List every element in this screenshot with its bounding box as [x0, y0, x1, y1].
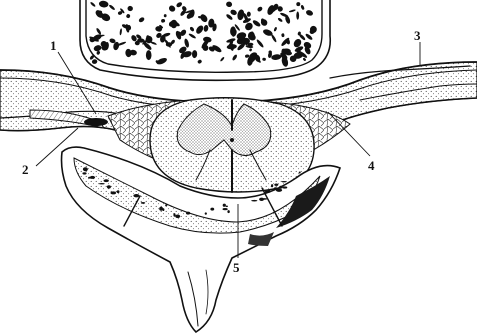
bone-texture-blob — [146, 50, 152, 60]
arch-texture-blob — [279, 186, 282, 189]
bone-texture-blob — [230, 9, 238, 16]
bone-texture-blob — [300, 5, 305, 11]
label-3: 3 — [414, 28, 421, 43]
arch-texture-blob — [175, 215, 180, 219]
arch-texture-blob — [227, 210, 229, 213]
arch-texture-blob — [223, 208, 228, 210]
label-5: 5 — [233, 260, 240, 275]
bone-texture-blob — [249, 48, 253, 52]
bone-texture-blob — [168, 4, 177, 13]
bone-texture-blob — [237, 9, 246, 21]
bone-texture-blob — [277, 17, 283, 22]
bone-texture-blob — [96, 27, 102, 35]
arch-texture-blob — [83, 167, 88, 171]
bone-texture-blob — [119, 28, 122, 35]
bone-texture-blob — [289, 9, 296, 13]
bone-texture-blob — [184, 38, 190, 48]
arch-texture-blob — [223, 204, 226, 207]
bone-texture-blob — [273, 27, 277, 32]
bone-texture-blob — [271, 54, 282, 61]
bone-texture-blob — [232, 54, 238, 61]
bone-texture-blob — [98, 0, 108, 8]
bone-texture-blob — [256, 6, 263, 13]
bone-texture-blob — [181, 5, 187, 12]
arch-texture-blob — [99, 183, 105, 184]
bone-texture-blob — [260, 18, 269, 27]
bone-texture-blob — [280, 12, 289, 18]
bone-texture-blob — [252, 19, 262, 28]
bone-texture-blob — [164, 14, 167, 17]
arch-texture-blob — [186, 212, 190, 215]
bone-texture-blob — [189, 26, 195, 32]
arch-texture-blob — [282, 186, 287, 188]
bone-texture-blob — [296, 2, 300, 6]
bone-texture-blob — [256, 39, 265, 49]
arch-texture-blob — [299, 172, 301, 174]
arch-texture-blob — [82, 172, 86, 174]
arch-texture-blob — [268, 190, 271, 192]
bone-texture-blob — [296, 11, 299, 19]
arch-texture-blob — [271, 184, 273, 187]
label-2: 2 — [22, 162, 29, 177]
bone-texture-blob — [175, 1, 182, 8]
bone-texture-blob — [220, 56, 225, 61]
spinal-cord — [150, 98, 314, 192]
arch-texture-blob — [226, 206, 228, 208]
arch-texture-blob — [110, 191, 116, 194]
arch-texture-blob — [274, 184, 278, 186]
arch-texture-blob — [104, 179, 109, 182]
label-1: 1 — [50, 38, 57, 53]
bone-texture-blob — [203, 36, 212, 43]
arch-texture-blob — [165, 204, 167, 206]
vertebral-body — [80, 0, 330, 80]
label-4: 4 — [368, 158, 375, 173]
arch-texture-blob — [205, 212, 207, 214]
bone-texture-blob — [197, 59, 202, 64]
bone-texture-blob — [127, 5, 133, 11]
arch-texture-blob — [90, 176, 95, 179]
arch-texture-blob — [276, 189, 282, 192]
bone-texture-blob — [90, 1, 96, 7]
bone-texture-blob — [93, 44, 102, 52]
bone-texture-blob — [138, 16, 145, 23]
bone-texture-blob — [262, 58, 266, 61]
arch-texture-blob — [282, 181, 287, 182]
bone-texture-blob — [108, 4, 115, 11]
arch-texture-blob — [107, 185, 111, 188]
bone-texture-blob — [247, 11, 251, 16]
arch-texture-blob — [262, 198, 268, 200]
arch-texture-blob — [141, 202, 145, 204]
bone-texture-blob — [188, 33, 196, 39]
bone-texture-blob — [305, 9, 314, 17]
bone-texture-blob — [91, 59, 97, 65]
bone-texture-blob — [195, 24, 205, 35]
bone-texture-blob — [226, 1, 233, 7]
bone-texture-blob — [126, 14, 131, 19]
bone-texture-blob — [161, 19, 166, 23]
arch-texture-blob — [159, 207, 163, 211]
bone-texture-blob — [150, 41, 157, 45]
arch-texture-blob — [133, 194, 139, 197]
bone-texture-blob — [192, 50, 198, 58]
arch-texture-blob — [117, 190, 120, 193]
bone-texture-blob — [203, 25, 209, 32]
bone-texture-blob — [302, 57, 306, 61]
arch-texture-blob — [251, 200, 257, 202]
arch-texture-blob — [274, 187, 277, 189]
bone-texture-blob — [281, 33, 284, 37]
arch-texture-blob — [210, 208, 214, 211]
